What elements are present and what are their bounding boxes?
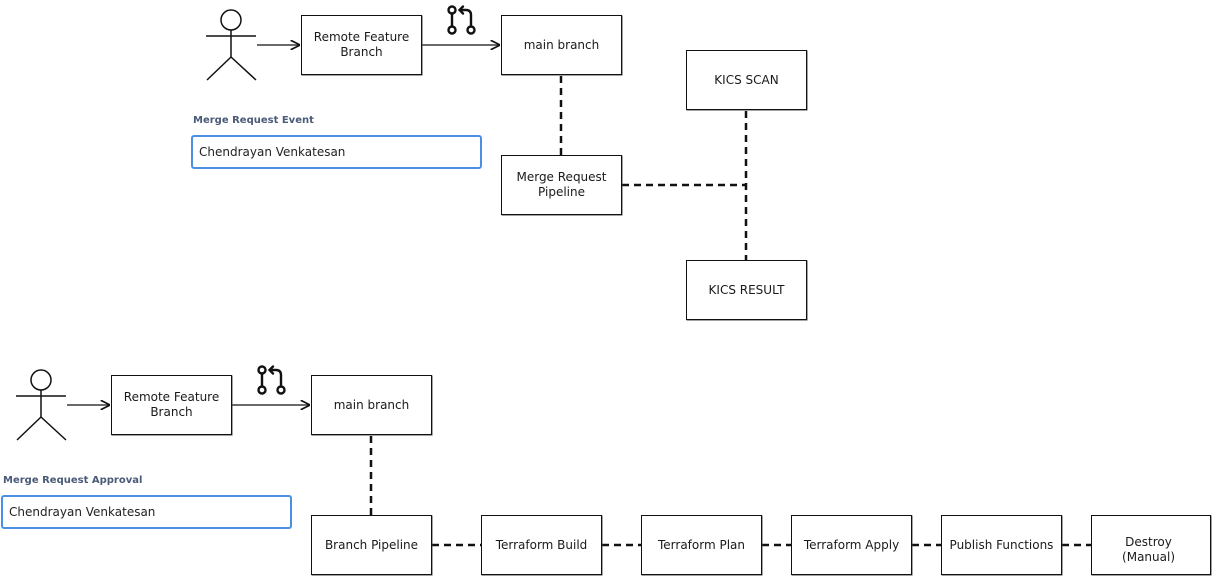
box-label: main branch bbox=[333, 397, 410, 412]
box-label: main branch bbox=[523, 37, 600, 52]
user-actor-2 bbox=[16, 369, 67, 441]
field-value: Chendrayan Venkatesan bbox=[9, 505, 156, 519]
stage-branch-pipeline[interactable]: Branch Pipeline bbox=[311, 515, 432, 575]
merge-request-icon bbox=[257, 365, 286, 395]
merge-request-icon bbox=[447, 5, 476, 35]
merge-request-approval-label: Merge Request Approval bbox=[3, 475, 143, 486]
user-actor-1 bbox=[206, 9, 257, 81]
box-label: KICS SCAN bbox=[714, 72, 779, 87]
merge-request-approval-field[interactable]: Chendrayan Venkatesan bbox=[1, 495, 292, 529]
stage-terraform-build[interactable]: Terraform Build bbox=[481, 515, 602, 575]
dashed-connectors-2 bbox=[369, 436, 1091, 547]
main-branch-box[interactable]: main branch bbox=[501, 15, 622, 75]
remote-feature-branch-box[interactable]: Remote Feature Branch bbox=[301, 15, 422, 75]
stage-terraform-plan[interactable]: Terraform Plan bbox=[641, 515, 762, 575]
box-label: Merge Request Pipeline bbox=[516, 170, 607, 199]
stage-label: Publish Functions bbox=[949, 537, 1054, 552]
stage-destroy-manual[interactable]: Destroy (Manual) bbox=[1091, 515, 1211, 575]
dashed-connectors-1 bbox=[559, 76, 748, 260]
box-label: Remote Feature Branch bbox=[313, 30, 410, 59]
merge-request-pipeline-box[interactable]: Merge Request Pipeline bbox=[501, 155, 622, 215]
remote-feature-branch-box-2[interactable]: Remote Feature Branch bbox=[111, 375, 232, 435]
kics-scan-box[interactable]: KICS SCAN bbox=[686, 50, 807, 110]
field-value: Chendrayan Venkatesan bbox=[199, 145, 346, 159]
stage-label: Destroy (Manual) bbox=[1122, 535, 1175, 564]
main-branch-box-2[interactable]: main branch bbox=[311, 375, 432, 435]
box-label: Remote Feature Branch bbox=[123, 390, 220, 419]
merge-request-event-field[interactable]: Chendrayan Venkatesan bbox=[191, 135, 482, 169]
stage-label: Branch Pipeline bbox=[324, 537, 419, 552]
stage-label: Terraform Build bbox=[495, 537, 588, 552]
stage-publish-functions[interactable]: Publish Functions bbox=[941, 515, 1062, 575]
box-label: KICS RESULT bbox=[708, 282, 785, 297]
kics-result-box[interactable]: KICS RESULT bbox=[686, 260, 807, 320]
merge-request-event-label: Merge Request Event bbox=[193, 115, 314, 126]
stage-label: Terraform Apply bbox=[803, 537, 900, 552]
stage-label: Terraform Plan bbox=[657, 537, 745, 552]
stage-terraform-apply[interactable]: Terraform Apply bbox=[791, 515, 912, 575]
